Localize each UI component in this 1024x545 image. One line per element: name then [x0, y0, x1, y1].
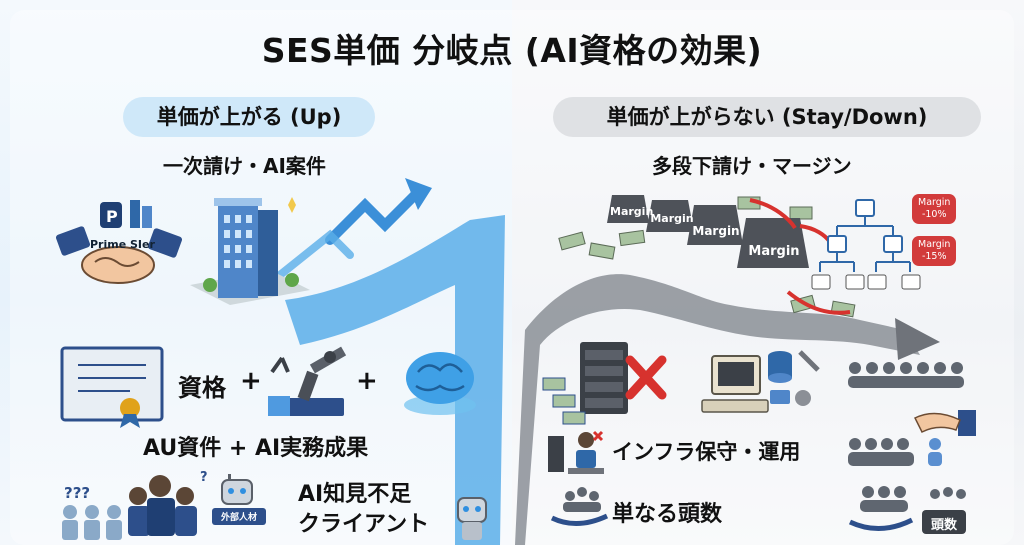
client-text: クライアント [298, 512, 430, 537]
prime-sier-label: Prime SIer [90, 238, 155, 251]
downward-road-icon [515, 274, 940, 545]
formula-plus-2: + [356, 366, 378, 396]
margin-weight-label-1: Margin [610, 205, 654, 218]
margin-weight-icon [607, 195, 809, 268]
margin-weight-label-3: Margin [692, 224, 740, 238]
hand-holding-crowd-icon [848, 486, 966, 534]
org-chart-icon [811, 199, 921, 290]
robot-icon [221, 474, 253, 505]
database-tools-icon [768, 350, 820, 406]
mere-headcount-text: 単なる頭数 [612, 502, 723, 527]
qualification-caption: AU資件 + AI実務成果 [143, 436, 369, 461]
certificate-icon [60, 346, 164, 428]
hand-with-people-icon [550, 487, 609, 526]
crowd-group-icon [848, 438, 942, 466]
small-robot-icon [457, 497, 487, 540]
formula-qualification: 資格 [178, 374, 226, 402]
question-mark-single: ? [200, 470, 208, 485]
external-talent-badge: 外部人材 [212, 508, 266, 525]
question-marks: ??? [64, 484, 91, 502]
page-title: SES単価 分岐点 (AI資格の効果) [261, 31, 763, 70]
svg-text:P: P [106, 207, 118, 226]
ai-brain-icon [404, 352, 476, 415]
server-rack-icon [542, 342, 628, 425]
price-up-pill: 単価が上がる (Up) [123, 97, 375, 137]
handshake-icon [55, 226, 183, 284]
crowd-icon [848, 362, 964, 388]
prime-sier-logo-icon: P [100, 200, 152, 228]
subcontract-margin-subtitle: 多段下請け・マージン [652, 154, 852, 178]
old-computer-icon [701, 355, 769, 413]
margin-chip-10: Margin -10% [912, 194, 957, 224]
margin-chip-15: Margin -15% [912, 236, 957, 266]
margin-weight-label-2: Margin [650, 212, 694, 225]
robot-arm-icon [268, 346, 347, 416]
office-building-icon [190, 197, 310, 305]
red-x-icon [625, 355, 667, 400]
infra-maintenance-text: インフラ保守・運用 [612, 440, 801, 464]
price-stay-down-pill: 単価が上がらない (Stay/Down) [553, 97, 981, 137]
hand-picking-icon [913, 410, 976, 436]
rising-arrow-icon [276, 178, 505, 545]
business-team-icon [128, 475, 197, 536]
engineer-at-desk-icon [548, 430, 604, 474]
margin-weight-label-4: Margin [748, 244, 800, 259]
formula-plus-1: + [240, 366, 262, 396]
confused-people-icon [62, 505, 122, 540]
headcount-badge: 頭数 [930, 518, 957, 533]
ai-knowledge-shortage-text: AI知見不足 [298, 482, 412, 507]
prime-ai-subtitle: 一次請け・AI案件 [163, 154, 326, 178]
